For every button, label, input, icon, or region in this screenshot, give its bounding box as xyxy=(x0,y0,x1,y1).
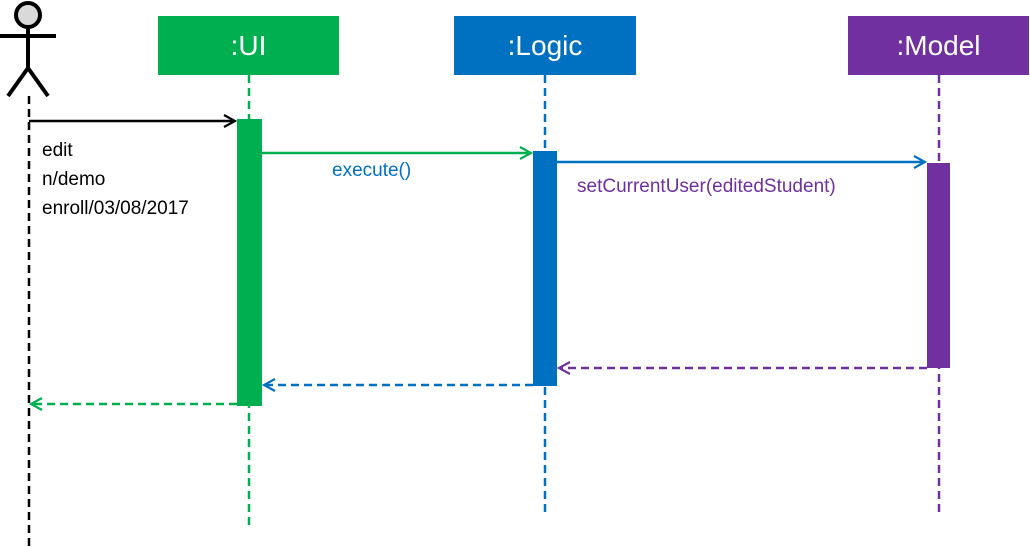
user-command-label: edit n/demo enroll/03/08/2017 xyxy=(42,136,189,223)
user-command-line: n/demo xyxy=(42,169,106,190)
user-command-line: enroll/03/08/2017 xyxy=(42,198,189,219)
user-command-line: edit xyxy=(42,140,73,161)
model-participant-box: :Model xyxy=(848,16,1029,75)
logic-participant-box: :Logic xyxy=(454,16,636,75)
model-activation-bar xyxy=(927,163,950,368)
execute-label-text: execute() xyxy=(332,160,412,181)
logic-activation-bar xyxy=(533,151,557,386)
ui-participant-label: :UI xyxy=(230,29,267,61)
logic-participant-label: :Logic xyxy=(507,29,583,61)
execute-label: execute() xyxy=(332,156,411,185)
model-participant-label: :Model xyxy=(896,29,981,61)
ui-participant-box: :UI xyxy=(158,16,339,75)
stick-figure-actor-icon xyxy=(0,1,56,98)
set-current-user-label: setCurrentUser(editedStudent) xyxy=(577,172,836,201)
ui-activation-bar xyxy=(237,119,262,406)
set-current-user-label-text: setCurrentUser(editedStudent) xyxy=(577,176,836,197)
